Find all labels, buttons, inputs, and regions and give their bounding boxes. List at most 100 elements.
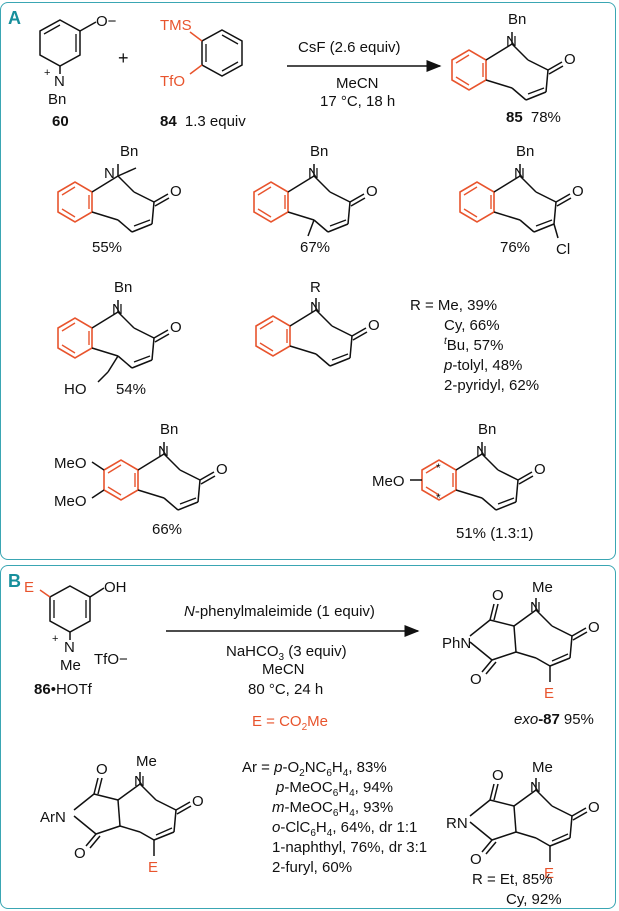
- ex4-yield: 54%: [116, 381, 146, 398]
- svg-text:E = CO2Me: E = CO2Me: [252, 713, 328, 733]
- svg-text:84 1.3 equiv: 84 1.3 equiv: [160, 113, 246, 130]
- svg-text:O: O: [192, 793, 204, 810]
- svg-text:Me: Me: [532, 579, 553, 596]
- svg-text:Bn: Bn: [120, 143, 138, 160]
- prod-85-yield: 78%: [531, 109, 561, 126]
- sm-id: 60: [52, 113, 69, 130]
- cond-b-time: 80 °C, 24 h: [248, 681, 323, 698]
- svg-text:O: O: [492, 767, 504, 784]
- r-substituent-list: R = Me, 39% Cy, 66% tBu, 57% p-tolyl, 48…: [410, 297, 539, 394]
- product-exo-87: Me N O O O E: [469, 579, 600, 702]
- svg-text:O: O: [534, 461, 546, 478]
- svg-text:N: N: [530, 599, 541, 616]
- example-r-series: R N O: [255, 279, 380, 367]
- svg-text:Me: Me: [532, 759, 553, 776]
- svg-text:Bn: Bn: [478, 421, 496, 438]
- meo-2: MeO: [54, 493, 87, 510]
- ar-substituent-list: Ar = p-O2NC6H4, 83% p-MeOC6H4, 94% m-MeO…: [242, 759, 427, 876]
- svg-text:NaHCO3 (3 equiv): NaHCO3 (3 equiv): [226, 643, 347, 663]
- example-rn-series: Me N O O O E: [469, 759, 600, 882]
- b-plus: +: [52, 633, 58, 645]
- reagent-id: 84: [160, 113, 177, 130]
- product-85: Bn N O: [451, 11, 576, 101]
- exo-e: E: [544, 685, 554, 702]
- star-2: *: [436, 491, 441, 505]
- prod-87-id: -87: [538, 711, 560, 728]
- panel-b-label: B: [8, 571, 21, 591]
- svg-text:2-furyl, 60%: 2-furyl, 60%: [272, 859, 352, 876]
- svg-text:E: E: [544, 865, 554, 882]
- example-67: Bn N O: [253, 143, 378, 237]
- svg-text:2-pyridyl, 62%: 2-pyridyl, 62%: [444, 377, 539, 394]
- svg-text:m-MeOC6H4, 93%: m-MeOC6H4, 93%: [272, 799, 393, 819]
- example-55: Bn N O: [57, 143, 182, 233]
- ex7-yield: 51% (1.3:1): [456, 525, 534, 542]
- example-51: Bn N O * *: [410, 421, 546, 511]
- svg-text:R = Me, 39%: R = Me, 39%: [410, 297, 497, 314]
- svg-text:N: N: [308, 165, 319, 182]
- svg-text:O: O: [170, 319, 182, 336]
- svg-text:O: O: [216, 461, 228, 478]
- svg-text:Bn: Bn: [516, 143, 534, 160]
- pyridinium-oxide-60: O− + N Bn 60: [39, 13, 117, 130]
- cond-b-top-it: N: [184, 603, 195, 620]
- svg-text:N: N: [530, 779, 541, 796]
- cond-a-top: CsF (2.6 equiv): [298, 39, 401, 56]
- svg-text:E: E: [148, 859, 158, 876]
- svg-text:Bn: Bn: [114, 279, 132, 296]
- svg-text:O: O: [492, 587, 504, 604]
- phn-label: PhN: [442, 635, 471, 652]
- svg-text:o-ClC6H4, 64%, dr 1:1: o-ClC6H4, 64%, dr 1:1: [272, 819, 417, 839]
- b-oh: OH: [104, 579, 127, 596]
- ex5-r: R: [310, 279, 321, 296]
- svg-text:O: O: [470, 671, 482, 688]
- rn-list-1: R = Et, 85%: [472, 871, 552, 888]
- reagent-equiv: 1.3 equiv: [185, 113, 246, 130]
- meo-1: MeO: [54, 455, 87, 472]
- tfo-label: TfO: [160, 73, 185, 90]
- sm-bn: Bn: [48, 91, 66, 108]
- panel-a-frame: [0, 2, 616, 560]
- panel-a-label: A: [8, 8, 21, 28]
- svg-text:85 78%: 85 78%: [506, 109, 561, 126]
- svg-text:N: N: [514, 165, 525, 182]
- example-76: Bn N O Cl: [459, 143, 584, 258]
- b-tfo-minus: TfO−: [94, 651, 128, 668]
- svg-text:O: O: [588, 799, 600, 816]
- prod-87-yield: 95%: [564, 711, 594, 728]
- ex3-yield: 76%: [500, 239, 530, 256]
- b-sm-id: 86: [34, 681, 51, 698]
- svg-text:O: O: [368, 317, 380, 334]
- e-definition: E = CO: [252, 713, 302, 730]
- ex4-ho: HO: [64, 381, 87, 398]
- example-66: Bn N O: [91, 421, 228, 511]
- prod-bn: Bn: [508, 11, 526, 28]
- rn-list-2: Cy, 92%: [506, 891, 562, 908]
- sm-plus: +: [44, 67, 50, 79]
- ex1-yield: 55%: [92, 239, 122, 256]
- svg-text:N: N: [310, 299, 321, 316]
- example-ar-series: Me N O O O E: [73, 753, 204, 876]
- prod-o: O: [564, 51, 576, 68]
- svg-text:O: O: [96, 761, 108, 778]
- ex2-yield: 67%: [300, 239, 330, 256]
- ex3-cl: Cl: [556, 241, 570, 258]
- meo-3: MeO: [372, 473, 405, 490]
- prod-n: N: [506, 33, 517, 50]
- svg-text:86•HOTf: 86•HOTf: [34, 681, 93, 698]
- prod-exo: exo: [514, 711, 538, 728]
- cond-b-solvent: MeCN: [262, 661, 305, 678]
- svg-text:O: O: [572, 183, 584, 200]
- svg-text:O: O: [74, 845, 86, 862]
- plus-sign: +: [118, 48, 129, 68]
- b-e-sm: E: [24, 579, 34, 596]
- svg-text:N-phenylmaleimide (1 equiv): N-phenylmaleimide (1 equiv): [184, 603, 375, 620]
- sm-n: N: [54, 73, 65, 90]
- prod-85-id: 85: [506, 109, 523, 126]
- tms-label: TMS: [160, 17, 192, 34]
- svg-text:Bn: Bn: [310, 143, 328, 160]
- cond-a-solvent: MeCN: [336, 75, 379, 92]
- svg-text:N: N: [112, 301, 123, 318]
